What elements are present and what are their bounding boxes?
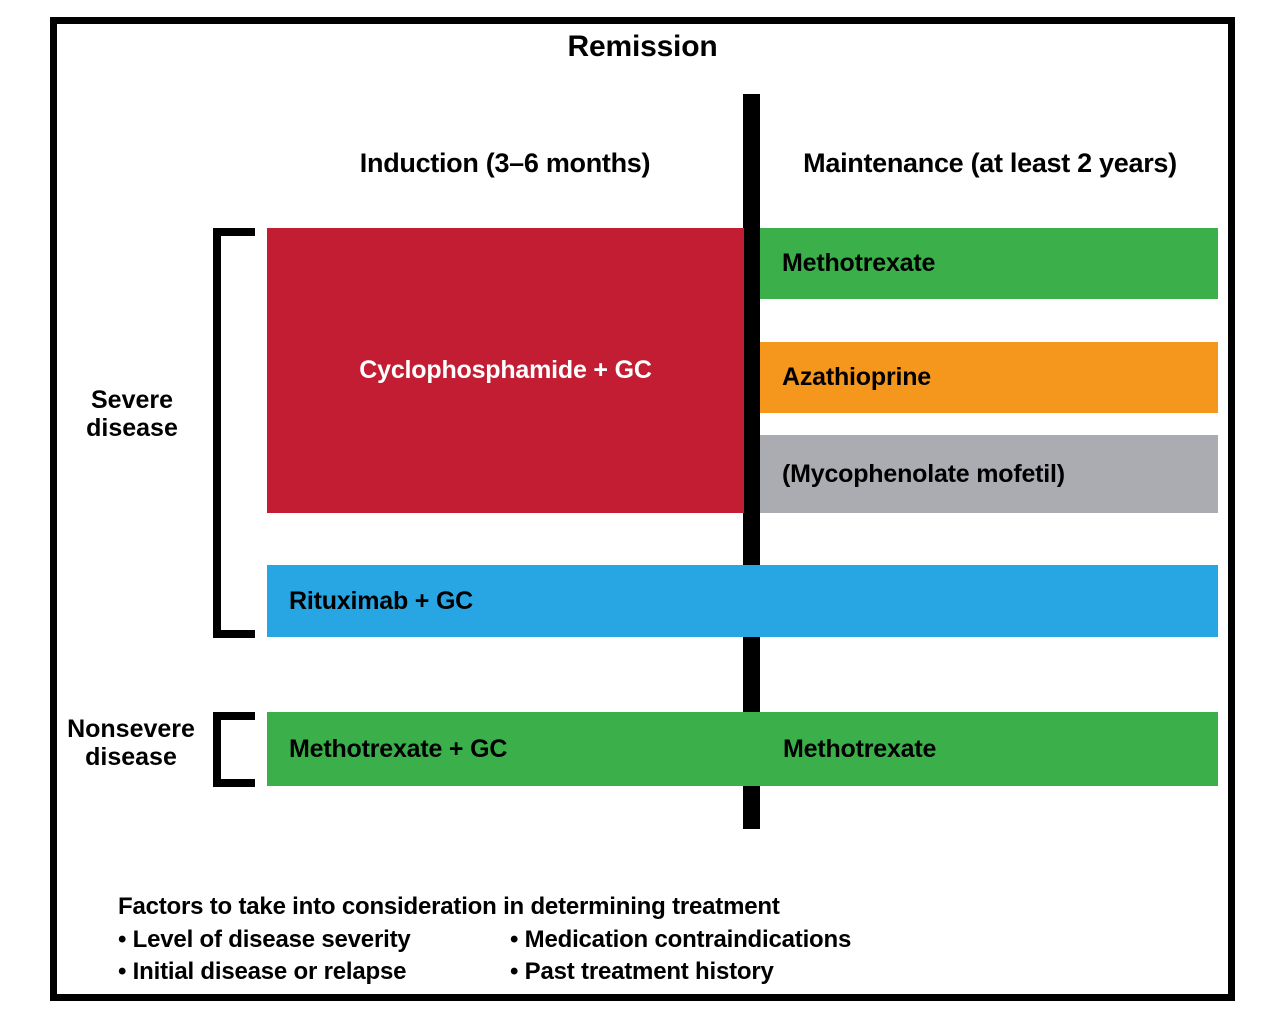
- bar-label-methotrexate-maintenance-severe: Methotrexate: [782, 249, 936, 277]
- group-label-severe-disease: Severe disease: [86, 386, 178, 442]
- column-header-induction: Induction (3–6 months): [359, 148, 651, 178]
- notes-item: • Medication contraindications: [510, 926, 852, 953]
- bracket-severe-disease: [213, 228, 255, 638]
- bar-label-methotrexate-gc-induction: Methotrexate + GC: [289, 734, 508, 763]
- bar-label-mycophenolate-mofetil: (Mycophenolate mofetil): [782, 459, 1065, 488]
- bar-label-rituximab-gc: Rituximab + GC: [289, 586, 474, 615]
- notes-title: Factors to take into consideration in de…: [118, 893, 780, 920]
- group-label-nonsevere-disease: Nonsevere disease: [67, 715, 195, 771]
- column-header-maintenance: Maintenance (at least 2 years): [803, 148, 1177, 178]
- notes-item: • Initial disease or relapse: [118, 958, 407, 985]
- bar-methotrexate-nonsevere: Methotrexate + GC Methotrexate: [267, 712, 1218, 786]
- bracket-nonsevere-disease: [213, 712, 255, 787]
- bar-cyclophosphamide-gc: Cyclophosphamide + GC: [267, 228, 744, 513]
- notes-column-right: • Medication contraindications • Past tr…: [510, 926, 851, 986]
- notes-grid: • Level of disease severity • Initial di…: [118, 926, 1178, 986]
- bar-rituximab-gc: Rituximab + GC: [267, 565, 1218, 637]
- bar-label-cyclophosphamide-gc: Cyclophosphamide + GC: [359, 356, 652, 384]
- diagram-title: Remission: [567, 30, 718, 63]
- footer-notes: Factors to take into consideration in de…: [118, 893, 1178, 986]
- remission-divider-line: [743, 94, 760, 829]
- notes-item: • Past treatment history: [510, 958, 774, 985]
- bar-azathioprine: Azathioprine: [760, 342, 1218, 413]
- bar-label-azathioprine: Azathioprine: [782, 363, 931, 391]
- bar-label-methotrexate-maintenance-nonsevere: Methotrexate: [783, 734, 937, 763]
- bar-mycophenolate-mofetil: (Mycophenolate mofetil): [760, 435, 1218, 513]
- bar-methotrexate-maintenance-severe: Methotrexate: [760, 228, 1218, 299]
- notes-column-left: • Level of disease severity • Initial di…: [118, 926, 510, 986]
- notes-item: • Level of disease severity: [118, 926, 411, 953]
